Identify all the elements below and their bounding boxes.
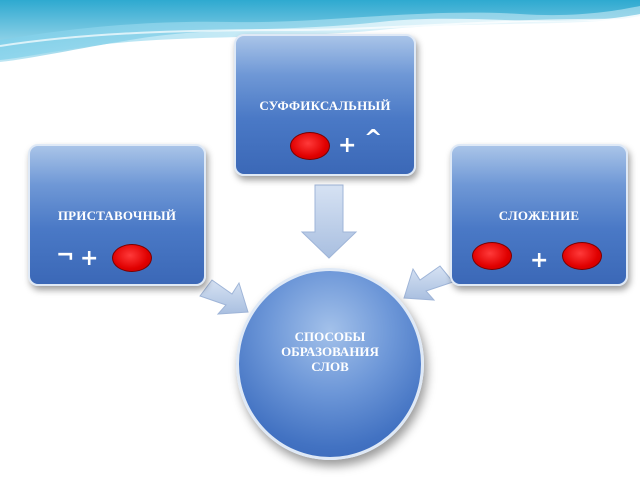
center-circle: СПОСОБЫ ОБРАЗОВАНИЯ СЛОВ bbox=[236, 268, 424, 460]
plus-sign: + bbox=[530, 248, 549, 273]
box-compounding-title: СЛОЖЕНИЕ bbox=[498, 208, 580, 223]
red-oval-icon bbox=[112, 244, 152, 272]
arrow-left-diagonal bbox=[199, 279, 249, 315]
caret-mark-icon: ^ bbox=[364, 126, 383, 151]
plus-sign: + bbox=[80, 246, 99, 271]
red-oval-icon bbox=[472, 242, 512, 270]
box-compounding: СЛОЖЕНИЕ + bbox=[450, 144, 628, 286]
arrow-down bbox=[300, 184, 358, 259]
box-suffixal-title: СУФФИКСАЛЬНЫЙ bbox=[259, 98, 391, 113]
center-circle-title: СПОСОБЫ ОБРАЗОВАНИЯ СЛОВ bbox=[281, 329, 379, 374]
red-oval-icon bbox=[562, 242, 602, 270]
box-suffixal: СУФФИКСАЛЬНЫЙ + ^ bbox=[234, 34, 416, 176]
box-prefixal-title: ПРИСТАВОЧНЫЙ bbox=[57, 208, 177, 223]
plus-sign: + bbox=[338, 133, 357, 158]
prefix-mark-icon: ¬ bbox=[56, 244, 75, 269]
box-prefixal: ПРИСТАВОЧНЫЙ ¬ + bbox=[28, 144, 206, 286]
red-oval-icon bbox=[290, 132, 330, 160]
arrow-right-diagonal bbox=[403, 265, 454, 301]
wave-decoration bbox=[0, 0, 640, 62]
